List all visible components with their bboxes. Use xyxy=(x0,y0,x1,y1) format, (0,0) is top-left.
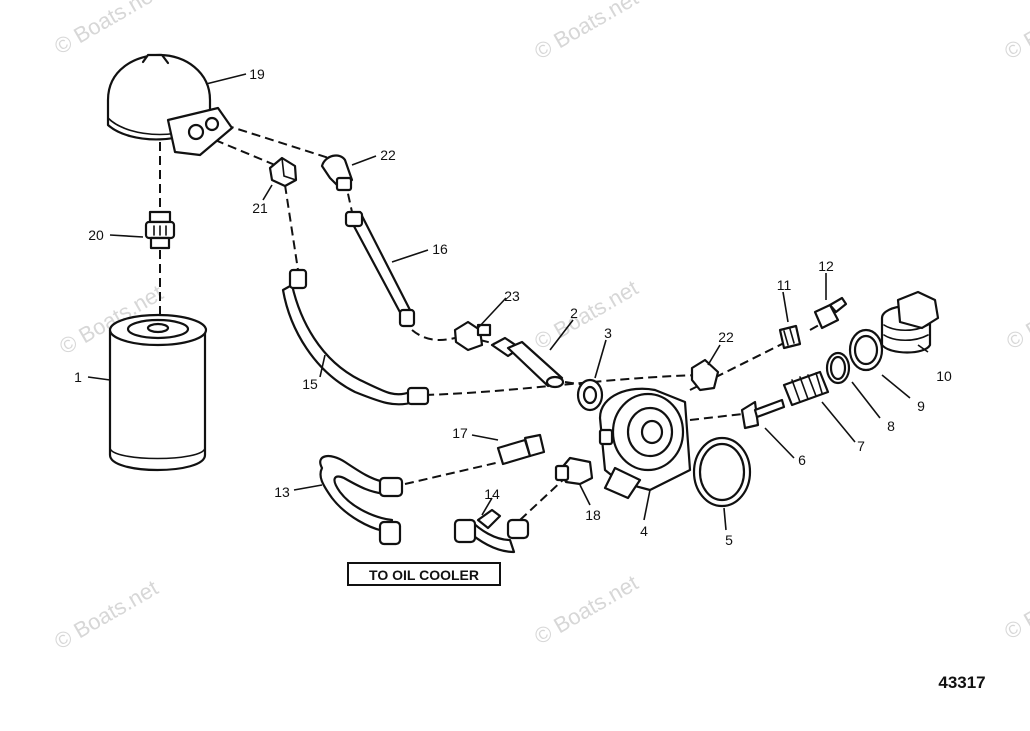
part-label-18: 18 xyxy=(585,507,601,523)
fitting-part-17 xyxy=(496,433,546,466)
oil-filter-part-1 xyxy=(108,313,208,472)
part-label-19: 19 xyxy=(249,66,265,82)
hose-part-14 xyxy=(453,508,530,554)
oil-filter-housing-part-4 xyxy=(598,387,692,500)
watermark: © Boats.net xyxy=(530,570,642,649)
part-label-3: 3 xyxy=(604,325,612,341)
gasket-part-5 xyxy=(692,436,752,508)
part-label-7: 7 xyxy=(857,438,865,454)
part-label-6: 6 xyxy=(798,452,806,468)
part-label-14: 14 xyxy=(484,486,500,502)
plug-part-10 xyxy=(880,290,940,354)
part-label-1: 1 xyxy=(74,369,82,385)
part-label-20: 20 xyxy=(88,227,104,243)
part-label-22: 22 xyxy=(718,329,734,345)
part-number-labels: 19 20 1 21 22 16 15 23 2 3 22 11 12 10 9… xyxy=(74,66,952,548)
hose-part-16 xyxy=(344,210,416,328)
part-label-11: 11 xyxy=(777,277,792,293)
part-label-8: 8 xyxy=(887,418,895,434)
part-label-4: 4 xyxy=(640,523,648,539)
watermark: © Boats.net xyxy=(1000,0,1030,64)
part-label-21: 21 xyxy=(252,200,268,216)
elbow-part-18 xyxy=(554,456,594,486)
spring-part-7 xyxy=(782,370,830,407)
watermark: © Boats.net xyxy=(50,575,162,654)
hose-part-13 xyxy=(319,454,404,546)
elbow-fitting-part-23 xyxy=(453,320,492,352)
part-label-17: 17 xyxy=(452,425,468,441)
hose-part-15 xyxy=(281,268,430,406)
washer-part-9 xyxy=(848,328,884,372)
fitting-part-12 xyxy=(813,296,848,330)
to-oil-cooler-callout: TO OIL COOLER xyxy=(347,562,501,586)
o-ring-part-8 xyxy=(825,351,851,385)
washer-part-3 xyxy=(576,378,604,412)
watermark: © Boats.net xyxy=(1002,275,1030,354)
callout-text: TO OIL COOLER xyxy=(369,567,479,583)
spring-part-11 xyxy=(778,324,802,350)
part-label-9: 9 xyxy=(917,398,925,414)
part-label-10: 10 xyxy=(936,368,952,384)
leader-lines xyxy=(87,73,929,531)
watermark: © Boats.net xyxy=(50,0,162,59)
part-label-5: 5 xyxy=(725,532,733,548)
valve-part-6 xyxy=(740,398,786,430)
elbow-part-22-top xyxy=(320,154,354,192)
hose-fitting-part-2 xyxy=(490,336,565,389)
part-label-12: 12 xyxy=(818,258,834,274)
diagram-reference-number: 43317 xyxy=(938,673,985,692)
part-label-23: 23 xyxy=(504,288,520,304)
watermark: © Boats.net xyxy=(1000,565,1030,644)
part-label-13: 13 xyxy=(274,484,290,500)
part-label-2: 2 xyxy=(570,305,578,321)
nipple-fitting-part-20 xyxy=(144,210,176,250)
part-label-15: 15 xyxy=(302,376,318,392)
part-label-22: 22 xyxy=(380,147,396,163)
elbow-part-21 xyxy=(268,156,298,188)
watermark: © Boats.net xyxy=(530,0,642,64)
part-label-16: 16 xyxy=(432,241,448,257)
elbow-part-22-right xyxy=(690,358,720,392)
filter-adapter-part-19 xyxy=(106,53,234,157)
watermark: © Boats.net xyxy=(530,275,642,354)
